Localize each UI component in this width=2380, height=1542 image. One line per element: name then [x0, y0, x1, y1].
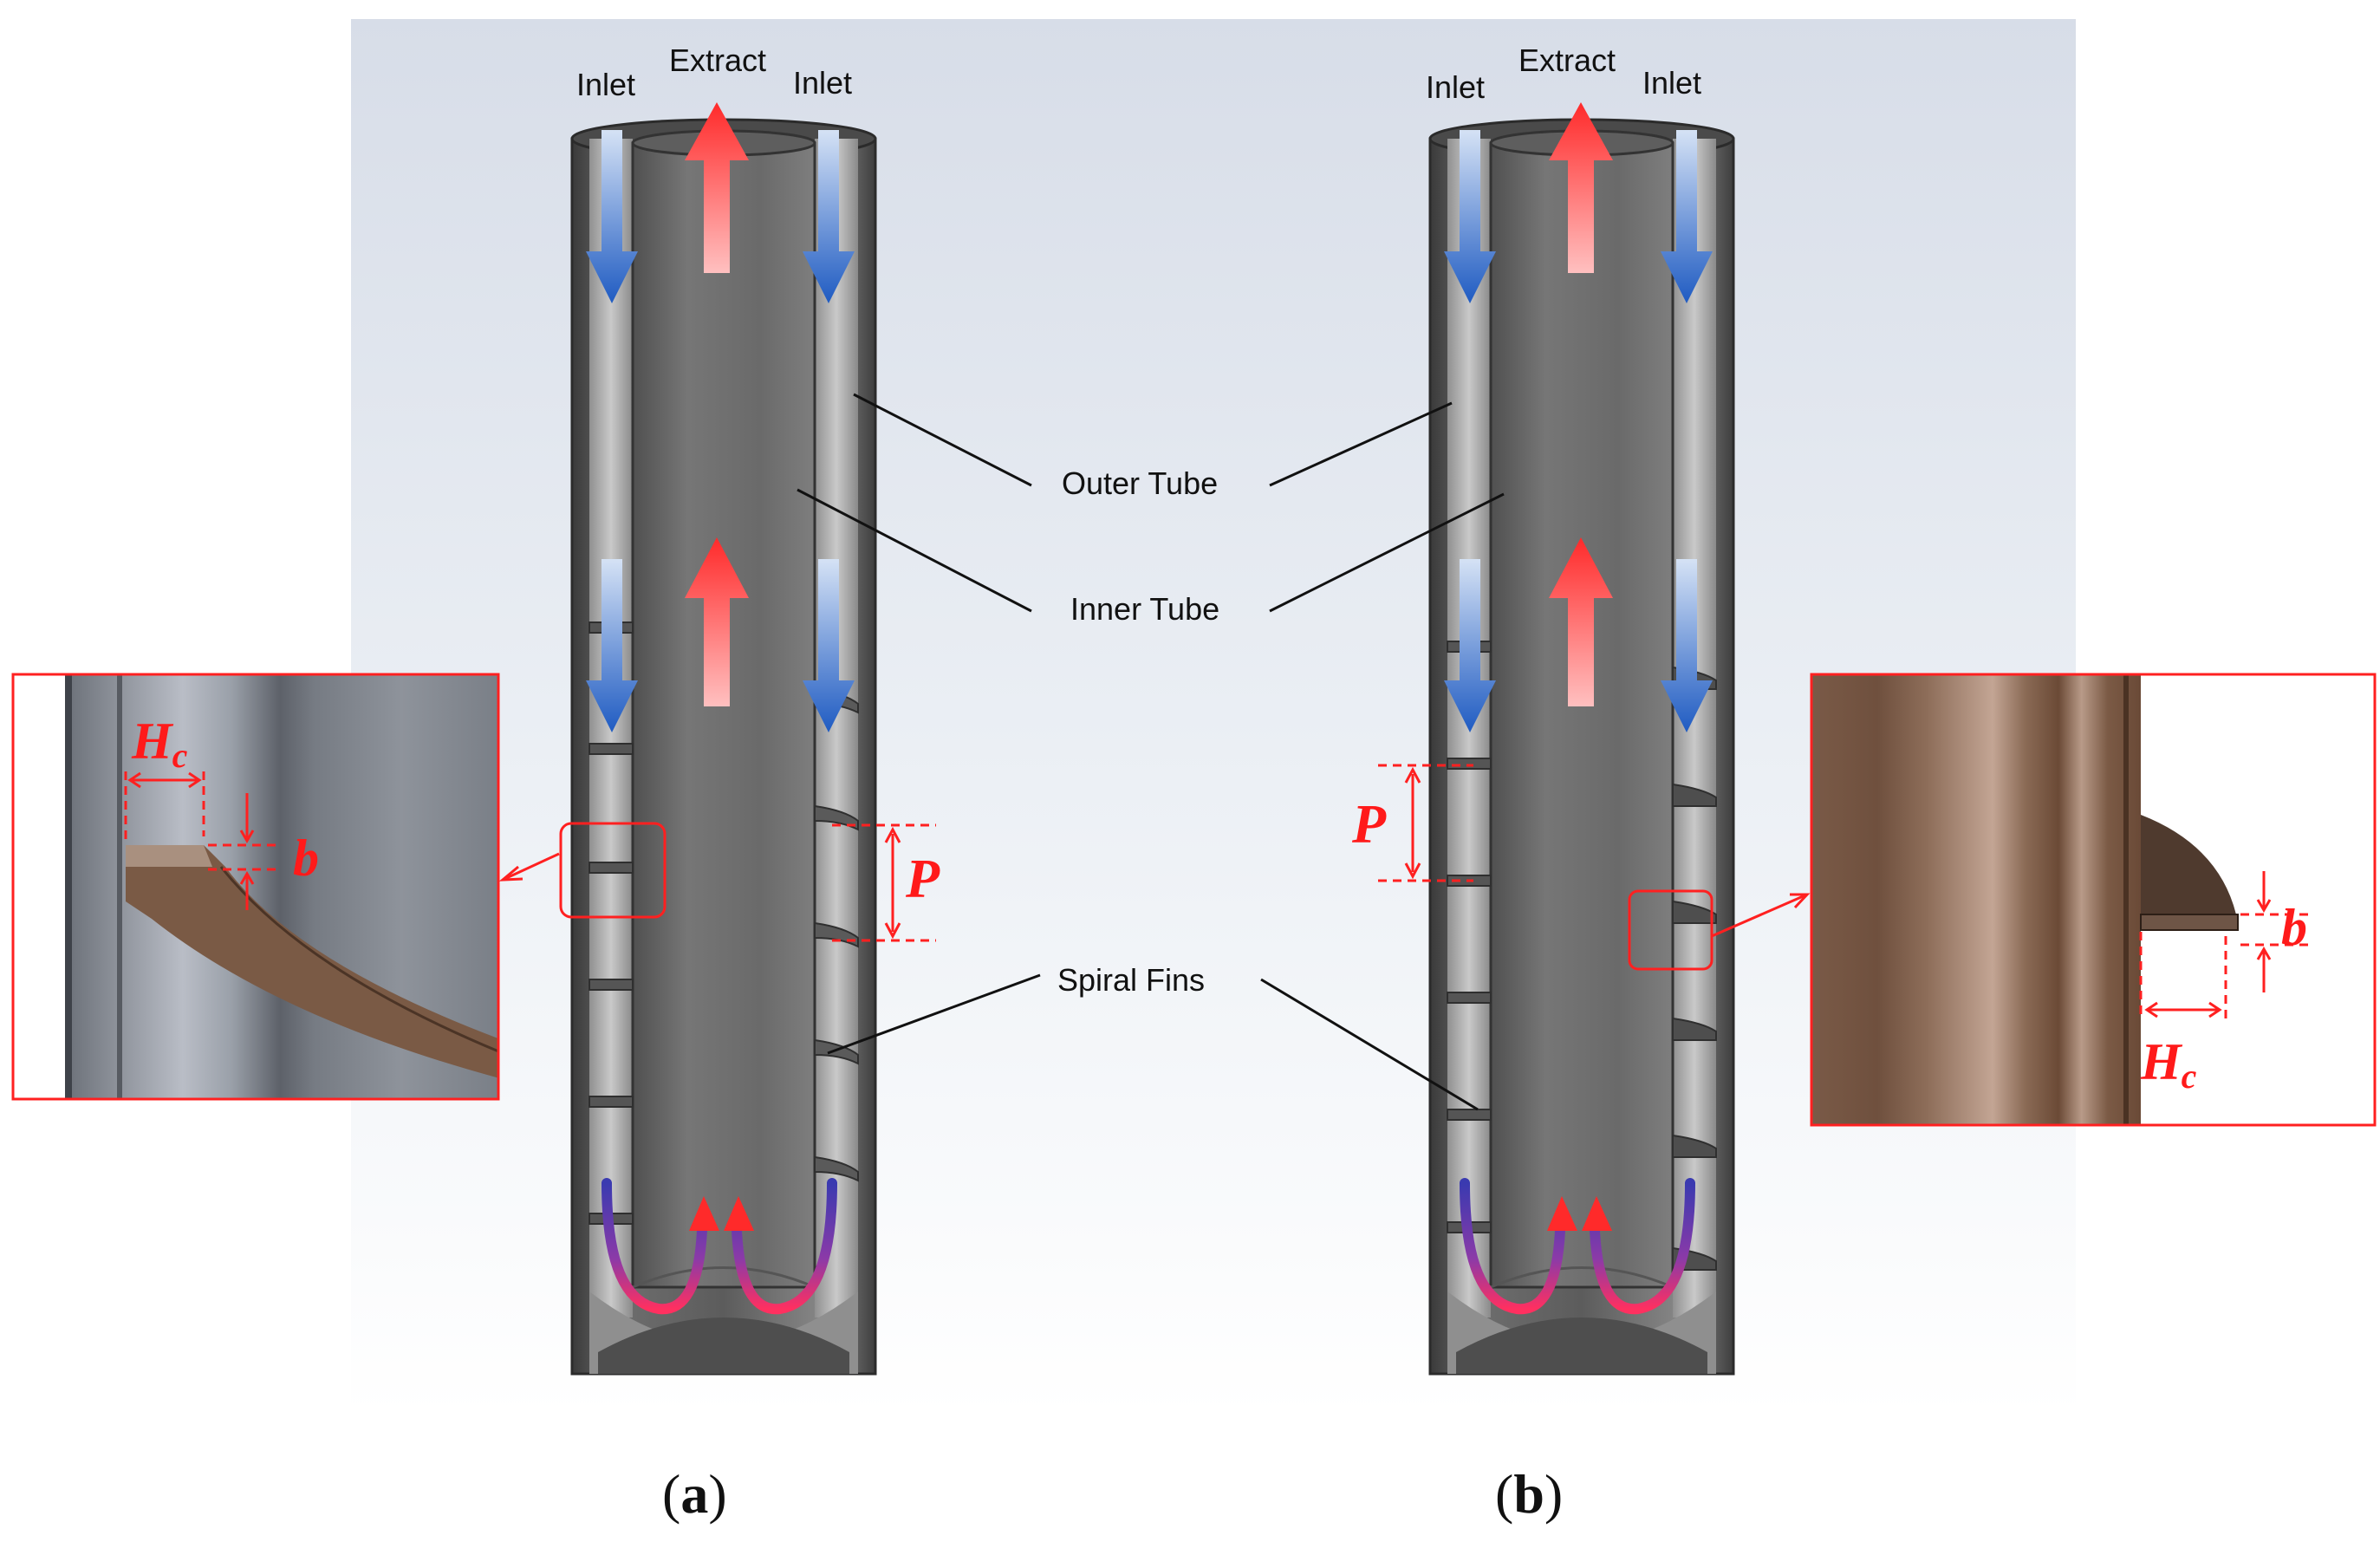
inner-tube-a: [631, 141, 816, 1289]
zoom-inset-a: Hc b: [11, 673, 500, 1101]
right-channel-a: [815, 139, 858, 1318]
callout-arrow-a: [498, 852, 560, 882]
right-channel-b: [1673, 139, 1716, 1318]
pitch-label-a: P: [905, 848, 940, 909]
inlet-label-b-right: Inlet: [1642, 65, 1701, 101]
inlet-label-b-left: Inlet: [1426, 69, 1485, 105]
inner-tube-label: Inner Tube: [1070, 591, 1219, 627]
bottom-flow-a: [602, 1178, 837, 1315]
pitch-label-b: P: [1351, 793, 1387, 855]
caption-b: (b): [1495, 1463, 1563, 1525]
pitch-dimension-b: [1378, 764, 1473, 882]
hc-label-a: Hc: [131, 712, 188, 775]
spiral-fins-left-b: [1447, 641, 1492, 1233]
b-label-b: b: [2281, 899, 2307, 956]
spiral-fins-label: Spiral Fins: [1057, 962, 1205, 998]
inner-tube-b: [1489, 141, 1674, 1289]
tube-a: [570, 118, 877, 1376]
zoom-inset-b: b Hc: [1810, 673, 2377, 1127]
hc-label-b: Hc: [2140, 1033, 2197, 1096]
tube-b: [1428, 118, 1735, 1376]
leader-lines: [797, 393, 1505, 1111]
bottom-flow-b: [1460, 1178, 1695, 1315]
inlet-arrows: [586, 130, 1713, 732]
pitch-dimension-a: [832, 823, 936, 942]
extract-arrows: [685, 102, 1613, 706]
inlet-label-a-left: Inlet: [576, 67, 635, 102]
highlight-box-a: [559, 822, 667, 919]
extract-label-b: Extract: [1518, 42, 1616, 78]
inlet-label-a-right: Inlet: [793, 65, 852, 101]
caption-a: (a): [662, 1463, 727, 1525]
extract-label-a: Extract: [669, 42, 766, 78]
callout-arrow-b: [1711, 893, 1811, 938]
outer-tube-label: Outer Tube: [1062, 465, 1218, 501]
b-label-a: b: [293, 830, 319, 887]
highlight-box-b: [1628, 889, 1713, 971]
